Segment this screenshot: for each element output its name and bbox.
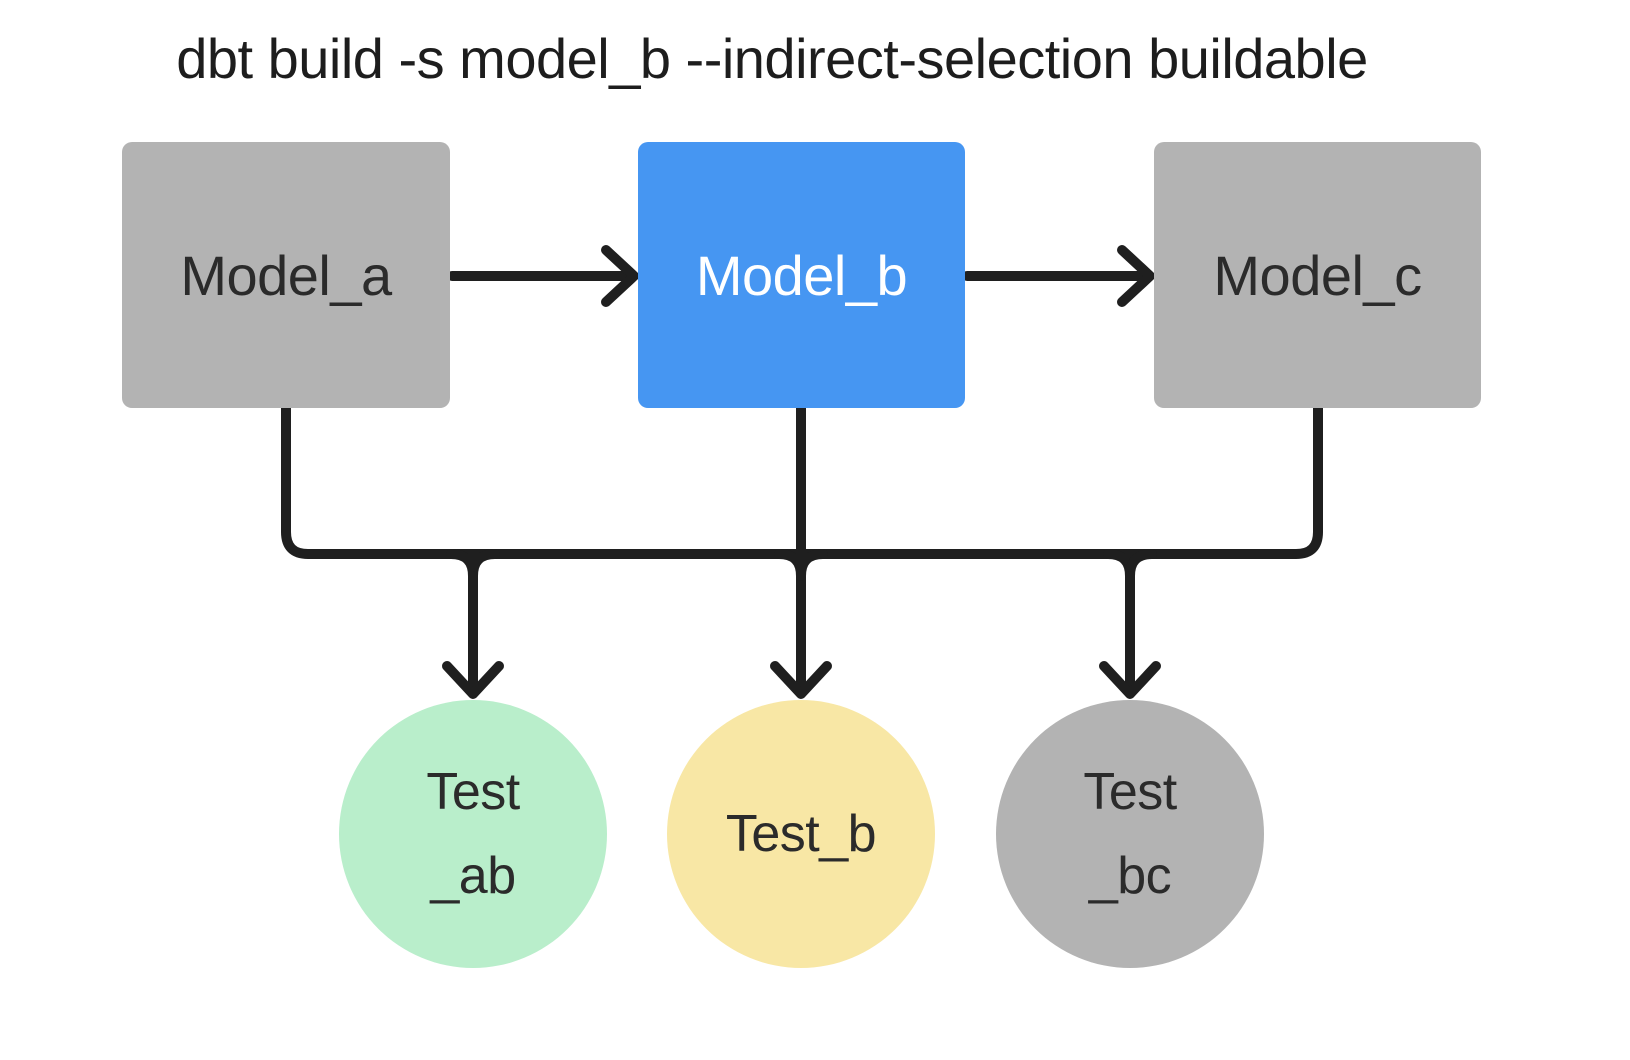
node-test-ab-label-line1: Test [426, 763, 520, 821]
node-test-bc: Test _bc [996, 700, 1264, 968]
arrowhead-down-icon [442, 661, 504, 699]
junction-fillet [796, 549, 828, 581]
node-test-ab: Test _ab [339, 700, 607, 968]
node-model-a-label: Model_a [180, 243, 392, 307]
node-model-c-label: Model_c [1213, 243, 1422, 307]
arrowhead-down-icon [770, 661, 832, 699]
node-test-b-label: Test_b [725, 805, 877, 863]
node-model-c: Model_c [1154, 142, 1481, 408]
diagram-title: dbt build -s model_b --indirect-selectio… [176, 27, 1368, 90]
node-test-ab-label-line2: _ab [430, 847, 516, 905]
arrowhead-right-icon [601, 245, 639, 307]
node-model-b-label: Model_b [695, 243, 908, 307]
arrowhead-down-icon [1099, 661, 1161, 699]
node-model-b-selected: Model_b [638, 142, 965, 408]
node-test-bc-label-line2: _bc [1088, 847, 1172, 905]
node-model-a: Model_a [122, 142, 450, 408]
arrowhead-right-icon [1117, 245, 1155, 307]
node-test-b: Test_b [667, 700, 935, 968]
node-test-bc-label-line1: Test [1083, 763, 1177, 821]
